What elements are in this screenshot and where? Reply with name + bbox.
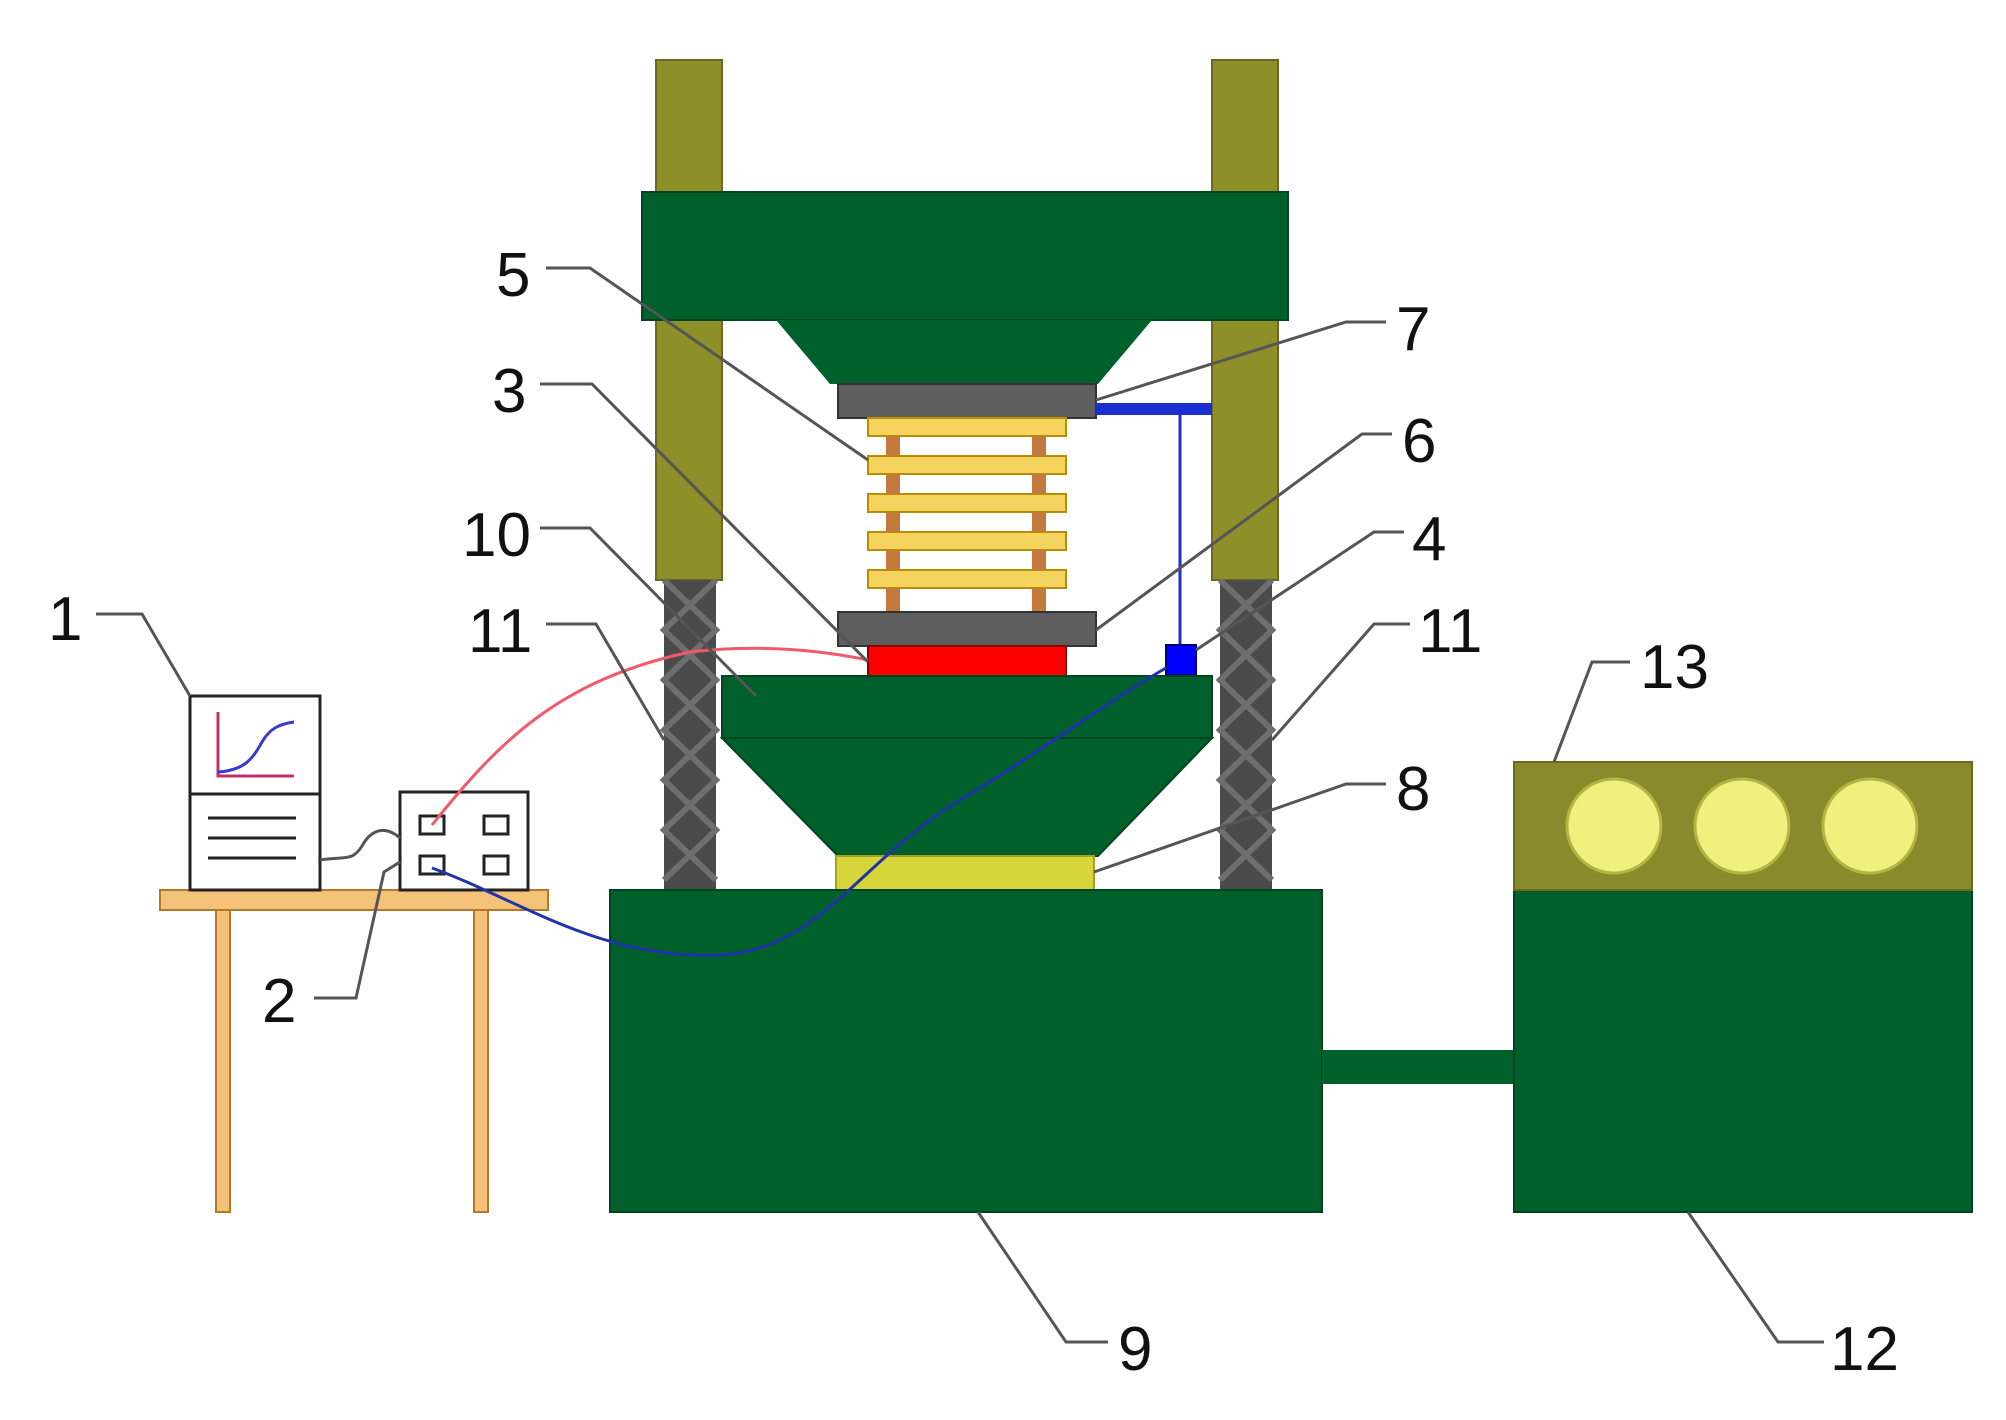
left-column-lattice (659, 577, 721, 890)
leader-13 (1552, 660, 1630, 763)
red-signal-wire (430, 646, 869, 826)
leader-3 (540, 382, 870, 664)
pressure-gauge-icon (1821, 777, 1919, 875)
support-block (835, 855, 1095, 891)
monitor-with-curve-icon (188, 694, 322, 892)
leader-10 (540, 526, 758, 698)
pressure-gauge-icon (1565, 777, 1663, 875)
lower-loading-plate (837, 611, 1097, 647)
data-acquisition-box-icon (398, 790, 530, 892)
leader-6 (1095, 432, 1392, 632)
callout-11-left: 11 (468, 597, 532, 666)
callout-3: 3 (492, 357, 526, 426)
callout-5: 5 (496, 241, 530, 310)
pressure-sensor (867, 645, 1067, 677)
leader-7 (1095, 320, 1386, 402)
sensor-bracket-arm (1096, 403, 1212, 415)
upper-loading-plate (837, 383, 1097, 419)
callout-12: 12 (1830, 1315, 1899, 1384)
callout-8: 8 (1396, 755, 1430, 824)
lower-platen (721, 675, 1213, 739)
leader-2 (314, 860, 401, 1000)
leader-4 (1195, 530, 1404, 652)
pump-station (1513, 889, 1973, 1213)
pressure-gauge-icon (1693, 777, 1791, 875)
blue-signal-wire (431, 666, 1167, 957)
hydraulic-pipe (1322, 1050, 1514, 1084)
upper-crosshead-taper (776, 320, 1152, 384)
table (159, 889, 549, 1213)
callout-13: 13 (1640, 633, 1709, 702)
leader-8 (1093, 782, 1386, 874)
displacement-sensor (1165, 644, 1197, 676)
callout-2: 2 (262, 967, 296, 1036)
callout-9: 9 (1118, 1315, 1152, 1384)
callout-4: 4 (1412, 505, 1446, 574)
leader-5 (546, 266, 869, 462)
callout-7: 7 (1396, 295, 1430, 364)
upper-crosshead (641, 191, 1289, 321)
leader-1 (96, 612, 192, 697)
leader-11a (546, 622, 666, 741)
callout-10: 10 (462, 501, 531, 570)
leader-12 (1686, 1211, 1824, 1344)
control-panel (1513, 761, 1973, 891)
callout-6: 6 (1402, 407, 1436, 476)
callout-11-right: 11 (1418, 597, 1482, 666)
computer-cable (319, 829, 401, 862)
layered-specimen (867, 417, 1067, 612)
leader-11b (1270, 622, 1410, 741)
machine-base (609, 889, 1323, 1213)
callout-1: 1 (48, 585, 82, 654)
leader-9 (976, 1211, 1108, 1344)
right-column-lattice (1215, 577, 1277, 890)
